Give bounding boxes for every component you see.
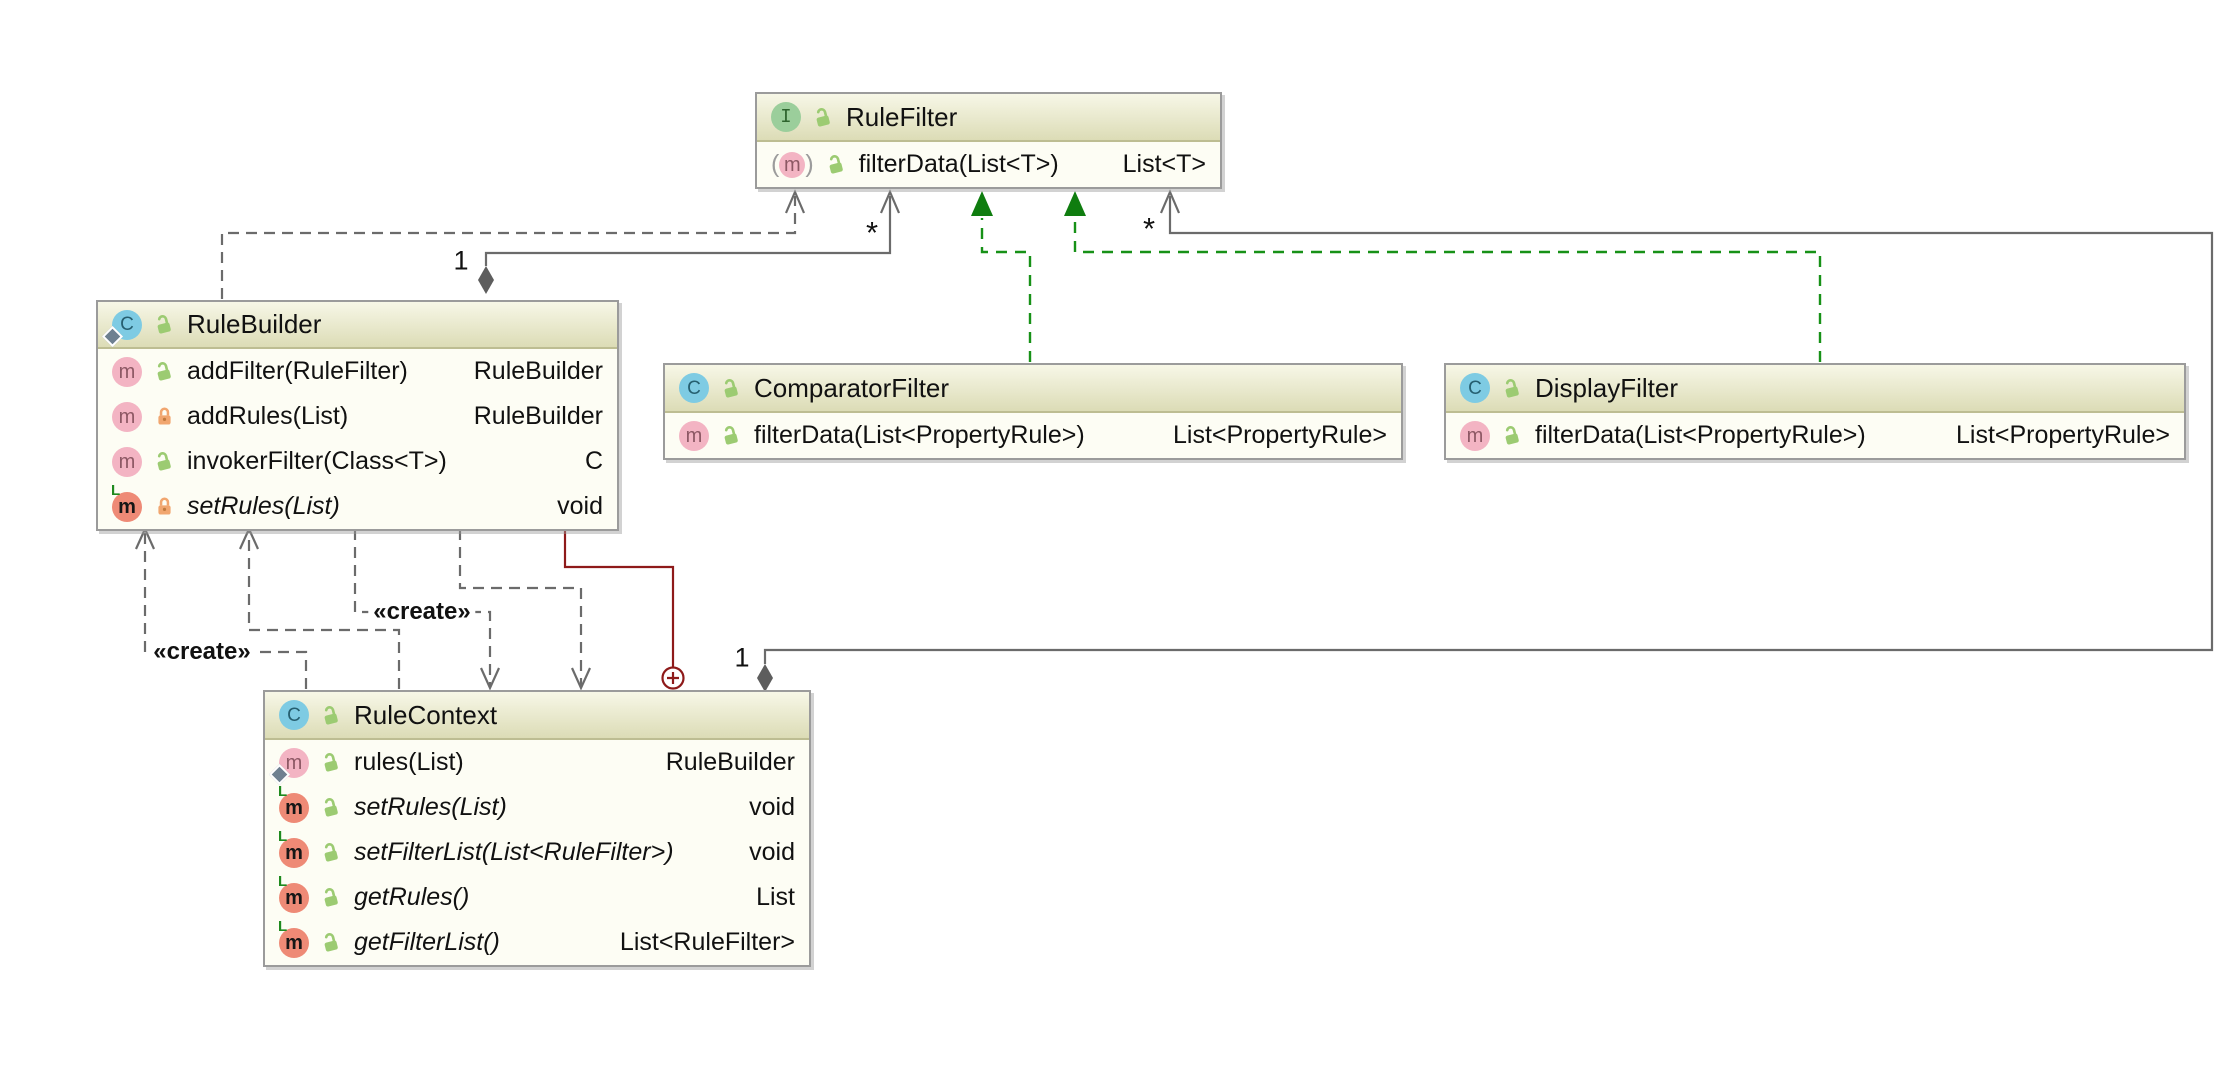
lock-closed-icon (158, 497, 171, 515)
edge-dependency-rulebuilder-rulecontext[interactable] (458, 529, 592, 691)
multiplicity-label-one: 1 (734, 642, 750, 673)
method-icon: m (112, 356, 142, 387)
lock-open-icon (324, 843, 338, 862)
class-icon: C (279, 700, 309, 730)
lock-open-icon (324, 705, 338, 725)
class-title: RuleFilter (846, 101, 958, 132)
multiplicity-label-many: * (1140, 211, 1158, 247)
class-icon: C (1460, 373, 1490, 403)
method-icon: m (679, 420, 709, 451)
edge-label-create: «create» (368, 598, 476, 626)
member-name: setFilterList(List<RuleFilter>) (354, 838, 674, 866)
member-type: C (584, 447, 603, 475)
member-name: getFilterList() (354, 928, 500, 956)
edge-realization-displayfilter-rulefilter[interactable] (1064, 191, 1822, 362)
class-title: RuleBuilder (187, 309, 322, 339)
multiplicity-label-many: * (863, 215, 881, 251)
member-row[interactable]: m rules(List) RuleBuilder (265, 740, 809, 785)
member-row[interactable]: m addFilter(RuleFilter) RuleBuilder (98, 349, 617, 394)
lock-open-icon (816, 107, 830, 127)
lock-open-icon (829, 155, 843, 174)
member-row[interactable]: m filterData(List<PropertyRule>) List<Pr… (665, 413, 1401, 458)
member-name: setRules(List) (187, 492, 340, 520)
member-type: void (749, 838, 795, 866)
lock-open-icon (324, 933, 338, 952)
member-name: rules(List) (354, 748, 464, 776)
lock-open-icon (324, 753, 338, 772)
member-type: List<PropertyRule> (1955, 421, 2170, 449)
method-icon: m (1460, 420, 1490, 451)
class-header[interactable]: C ComparatorFilter (665, 365, 1401, 413)
method-icon: m (112, 401, 142, 432)
class-header[interactable]: C RuleBuilder (98, 302, 617, 349)
lock-closed-icon (158, 407, 171, 425)
member-name: addRules(List) (187, 402, 349, 430)
edge-realization-comparatorfilter-rulefilter[interactable] (971, 191, 1032, 362)
class-node-rulebuilder[interactable]: C RuleBuilder m addFilter(RuleFilter) Ru… (96, 300, 619, 531)
multiplicity-label-one: 1 (453, 245, 469, 276)
member-name: invokerFilter(Class<T>) (187, 447, 447, 475)
method-icon: m (112, 446, 142, 477)
edge-dependency-rulebuilder-rulefilter[interactable] (220, 189, 806, 299)
lock-open-icon (157, 452, 171, 471)
member-row[interactable]: m invokerFilter(Class<T>) C (98, 439, 617, 484)
class-header[interactable]: I RuleFilter (757, 94, 1220, 142)
lock-open-icon (157, 362, 171, 381)
class-title: ComparatorFilter (754, 372, 950, 403)
class-header[interactable]: C RuleContext (265, 692, 809, 740)
member-type: RuleBuilder (473, 402, 603, 430)
member-type: void (749, 793, 795, 821)
class-node-comparatorfilter[interactable]: C ComparatorFilter m filterData(List<Pro… (663, 363, 1403, 460)
member-name: filterData(List<PropertyRule>) (754, 421, 1085, 449)
abstract-method-icon: ( m ) (771, 150, 814, 178)
member-row[interactable]: m addRules(List) RuleBuilder (98, 394, 617, 439)
member-name: addFilter(RuleFilter) (187, 357, 408, 385)
member-type: List<T> (1122, 150, 1206, 178)
lock-open-icon (724, 378, 738, 398)
edge-label-create: «create» (148, 638, 256, 666)
class-icon: C (679, 373, 709, 403)
member-type: RuleBuilder (665, 748, 795, 776)
lock-open-icon (324, 888, 338, 907)
lock-open-icon (324, 798, 338, 817)
member-row[interactable]: ( m ) filterData(List<T>) List<T> (757, 142, 1220, 187)
member-type: List (756, 883, 795, 911)
class-node-displayfilter[interactable]: C DisplayFilter m filterData(List<Proper… (1444, 363, 2186, 460)
member-type: RuleBuilder (473, 357, 603, 385)
member-row[interactable]: m filterData(List<PropertyRule>) List<Pr… (1446, 413, 2184, 458)
edge-aggregation-rulebuilder-rulefilter[interactable] (478, 189, 901, 294)
edge-containment-rulebuilder-rulecontext[interactable] (563, 529, 685, 690)
member-type: void (557, 492, 603, 520)
method-icon: m (268, 747, 309, 785)
class-title: RuleContext (354, 699, 498, 730)
lock-open-icon (724, 426, 738, 445)
class-node-rulecontext[interactable]: C RuleContext m rules(List) RuleBuilder … (263, 690, 811, 967)
lock-open-icon (157, 315, 171, 334)
member-name: filterData(List<PropertyRule>) (1535, 421, 1866, 449)
class-node-rulefilter[interactable]: I RuleFilter ( m ) filterData(List<T>) L… (755, 92, 1222, 189)
member-type: List<RuleFilter> (619, 928, 795, 956)
member-name: setRules(List) (354, 793, 507, 821)
class-title: DisplayFilter (1535, 372, 1679, 403)
member-name: getRules() (354, 883, 470, 911)
lock-open-icon (1505, 426, 1519, 445)
member-type: List<PropertyRule> (1172, 421, 1387, 449)
lock-open-icon (1505, 378, 1519, 398)
class-icon: C (101, 309, 142, 347)
member-name: filterData(List<T>) (858, 150, 1059, 178)
class-header[interactable]: C DisplayFilter (1446, 365, 2184, 413)
interface-icon: I (771, 102, 801, 132)
edge-aggregation-rulecontext-rulefilter[interactable] (757, 189, 2214, 692)
